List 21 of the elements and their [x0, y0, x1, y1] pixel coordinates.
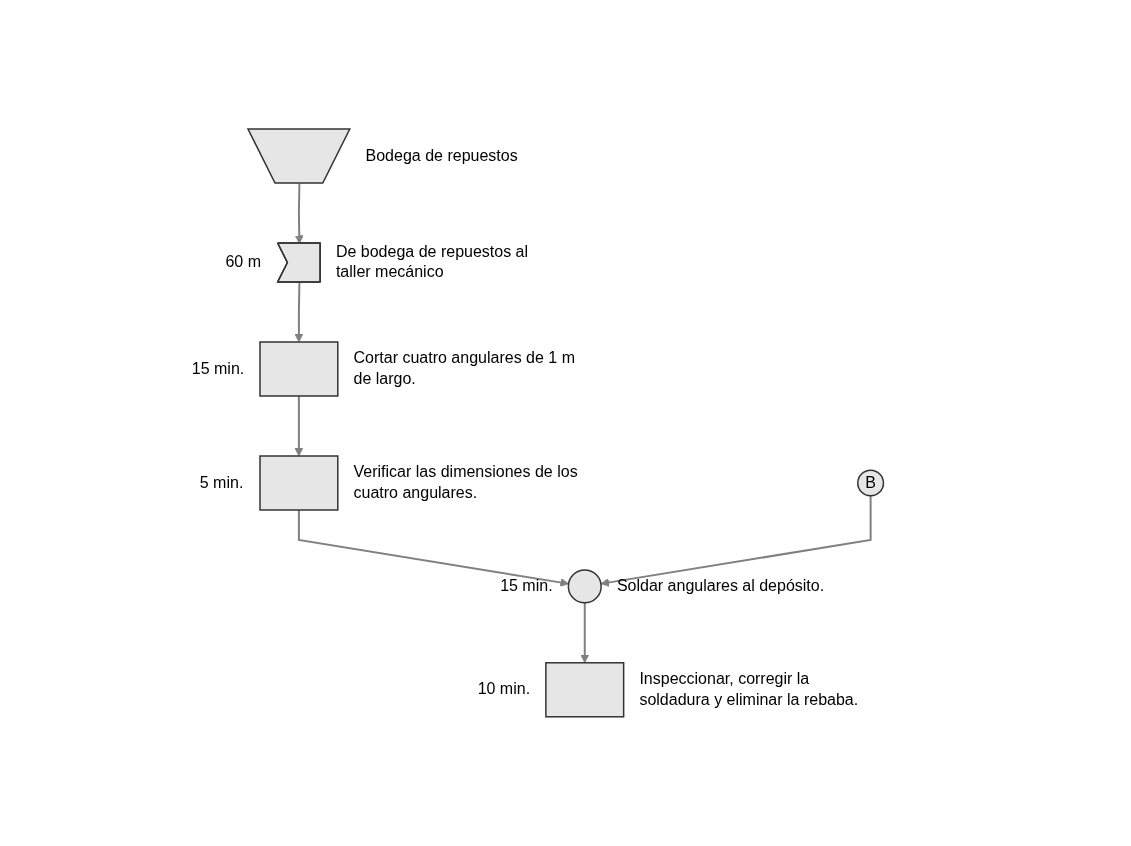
- step-description: Bodega de repuestos: [365, 145, 519, 166]
- step-description: De bodega de repuestos al taller mecánico: [335, 241, 530, 283]
- step-measure: 5 min.: [199, 472, 244, 493]
- step-measure: 15 min.: [191, 358, 245, 379]
- step-measure: 10 min.: [477, 679, 531, 700]
- node-circle: [567, 569, 602, 604]
- step-description: Cortar cuatro angulares de 1 m de largo.: [353, 348, 576, 389]
- node-triangle: [246, 128, 351, 184]
- arrow: [580, 601, 589, 664]
- node-box: [544, 662, 625, 718]
- step-measure: 15 min.: [500, 576, 553, 596]
- node-box: [259, 341, 339, 397]
- step-description: Verificar las dimensiones de los cuatro angulares.: [353, 462, 579, 503]
- arrow: [294, 395, 304, 457]
- arrow: [600, 494, 872, 587]
- step-measure: 60 m: [225, 252, 261, 273]
- node-box: [259, 455, 339, 511]
- step-description: Inspeccionar, corregir la soldadura y eliminar la rebaba.: [639, 668, 860, 710]
- node-circle: B: [856, 469, 884, 497]
- arrow: [297, 509, 569, 587]
- step-description: Soldar angulares al depósito.: [616, 576, 826, 596]
